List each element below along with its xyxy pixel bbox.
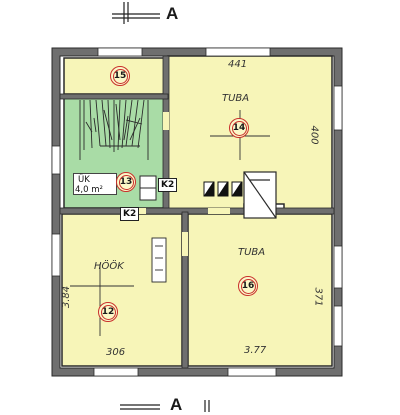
staircase: [79, 99, 149, 160]
room-16-length: 371: [312, 287, 324, 307]
room-12-length: 3.84: [61, 285, 73, 309]
interior-walls: [59, 55, 335, 369]
section-letter-top: A: [166, 4, 179, 23]
room-16-floor: [187, 213, 333, 367]
room-13-number: 13: [116, 172, 136, 192]
room-16-width: 3.77: [244, 345, 267, 356]
room-12-width: 306: [106, 347, 126, 358]
room-13-area: 4,0 m²: [75, 185, 103, 195]
room-14-width: 441: [228, 59, 248, 70]
room-12-name: HÖÖK: [94, 261, 124, 272]
stove-k2-upper-label: K2: [158, 178, 178, 192]
stove-lower: [151, 237, 167, 283]
room-16-number: 16: [238, 276, 258, 296]
hearth: [243, 171, 277, 219]
room-16-name: TUBA: [238, 247, 266, 258]
room-12-number: 12: [98, 302, 118, 322]
windows: [51, 47, 343, 377]
appliance-icons: [203, 181, 243, 197]
room-13-name: ÜK: [78, 175, 90, 185]
stove-upper: [139, 175, 157, 201]
section-letter-bottom: A: [170, 395, 183, 414]
room-14-name: TUBA: [222, 93, 250, 104]
dimension-marks-room-12: [70, 264, 134, 336]
room-12-floor: [61, 213, 183, 367]
room-15-number: 15: [110, 66, 130, 86]
stove-k2-lower-label: K2: [120, 207, 140, 221]
room-14-number: 14: [229, 118, 249, 138]
room-14-length: 400: [308, 125, 320, 145]
section-mark-bottom: [120, 400, 210, 412]
section-mark-top: [112, 2, 160, 24]
